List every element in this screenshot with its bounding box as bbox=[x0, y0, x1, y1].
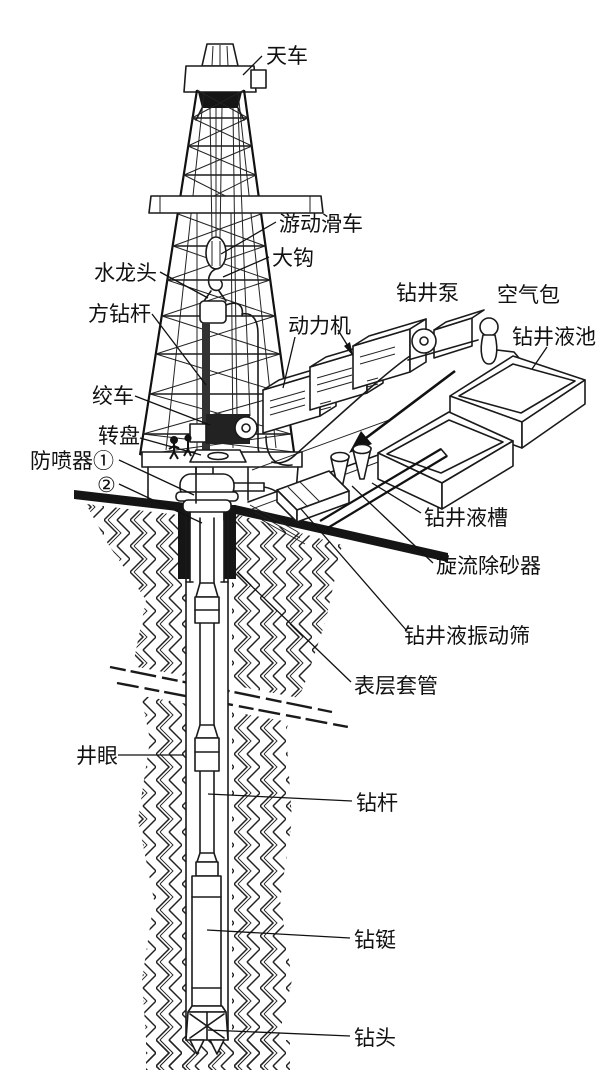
label-rotary-table: 转盘 bbox=[98, 424, 140, 448]
leader-shale-shaker bbox=[300, 508, 408, 632]
label-power-engine: 动力机 bbox=[288, 314, 351, 338]
drill-bit-shape bbox=[185, 1005, 229, 1055]
label-desander: 旋流除砂器 bbox=[436, 554, 541, 578]
leader-drill-pipe bbox=[207, 793, 353, 802]
mud-pump-machine bbox=[407, 309, 485, 361]
leader-mud-pit bbox=[531, 346, 548, 370]
leader-swivel bbox=[159, 271, 209, 299]
label-air-chamber: 空气包 bbox=[497, 283, 560, 307]
label-drill-bit: 钻头 bbox=[354, 1026, 396, 1050]
desander-cones bbox=[330, 443, 372, 489]
rig-floor bbox=[141, 414, 303, 504]
leader-rotary-table bbox=[139, 437, 202, 456]
label-drill-pipe: 钻杆 bbox=[356, 791, 398, 815]
label-swivel: 水龙头 bbox=[94, 261, 157, 285]
power-engine-3 bbox=[352, 318, 427, 390]
gooseneck bbox=[225, 302, 244, 317]
mud-discharge-hose bbox=[271, 355, 411, 464]
label-bop-2: ② bbox=[97, 473, 116, 497]
machinery-deck bbox=[247, 309, 534, 510]
rotary-table-shape bbox=[189, 449, 247, 463]
shale-shaker-box bbox=[249, 470, 350, 545]
mud-pit-tanks bbox=[377, 355, 586, 510]
label-crown-block: 天车 bbox=[266, 44, 308, 68]
label-surface-casing: 表层套管 bbox=[354, 674, 438, 698]
label-bop-1: 防喷器① bbox=[30, 449, 114, 473]
mud-pit-far bbox=[449, 355, 586, 449]
drill-collar-body bbox=[191, 875, 222, 1007]
swivel-body bbox=[199, 300, 227, 324]
ground-bank-right bbox=[235, 505, 448, 562]
leader-kelly bbox=[151, 313, 207, 386]
leader-mud-trough bbox=[371, 482, 422, 514]
label-kelly: 方钻杆 bbox=[88, 302, 151, 326]
ground-surface-left bbox=[74, 490, 186, 512]
drawworks-machine bbox=[189, 414, 258, 444]
leader-bop-1 bbox=[118, 459, 195, 496]
leader-power-engine-a bbox=[282, 336, 296, 389]
label-wellbore: 井眼 bbox=[76, 744, 118, 768]
leader-drawworks bbox=[134, 395, 211, 426]
leader-desander bbox=[351, 485, 434, 564]
leader-drill-collar bbox=[206, 929, 351, 939]
leader-bop-2 bbox=[118, 483, 203, 524]
leader-traveling-block bbox=[220, 221, 277, 255]
crown-block-deck bbox=[183, 65, 257, 93]
derrick bbox=[138, 43, 324, 456]
leader-drill-bit bbox=[207, 1029, 351, 1037]
kelly-bar bbox=[202, 323, 210, 453]
label-hook: 大钩 bbox=[272, 246, 314, 270]
worker-figures bbox=[168, 434, 192, 460]
label-traveling-block: 游动滑车 bbox=[279, 212, 363, 236]
label-mud-trough: 钻井液槽 bbox=[424, 506, 508, 530]
leader-lines bbox=[118, 55, 548, 1037]
leader-hook bbox=[222, 256, 270, 278]
label-shale-shaker: 钻井液振动筛 bbox=[404, 624, 530, 648]
drill-string bbox=[185, 517, 229, 1055]
label-drill-collar: 钻铤 bbox=[354, 928, 396, 952]
label-drawworks: 绞车 bbox=[92, 384, 134, 408]
hook-shape bbox=[207, 268, 223, 292]
leader-surface-casing bbox=[236, 571, 352, 683]
label-mud-pit: 钻井液池 bbox=[512, 325, 596, 349]
monkey-board bbox=[148, 195, 324, 214]
hoisting-system bbox=[199, 107, 277, 466]
label-mud-pump: 钻井泵 bbox=[396, 281, 459, 305]
leader-crown-block bbox=[242, 55, 263, 76]
labels: 天车 游动滑车 大钩 水龙头 方钻杆 动力机 绞车 转盘 防喷器① ② 钻井泵 … bbox=[30, 44, 596, 1050]
